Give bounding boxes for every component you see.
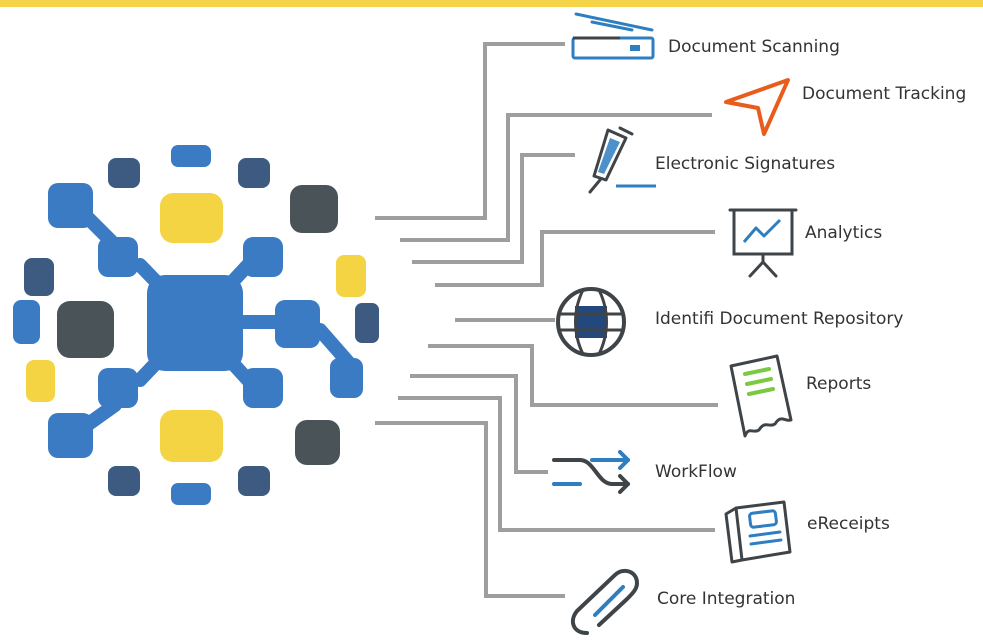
connector-analytics [435, 230, 715, 287]
paperclip-icon [570, 568, 640, 635]
label-reports: Reports [806, 374, 872, 394]
newspaper-icon [724, 500, 792, 564]
label-analytics: Analytics [805, 223, 883, 243]
hub-network-icon [13, 145, 379, 505]
pen-signature-icon [588, 126, 656, 194]
repository-globe-icon [556, 287, 626, 357]
label-document-tracking: Document Tracking [802, 84, 967, 104]
label-workflow: WorkFlow [655, 462, 737, 482]
connector-scanning [375, 42, 565, 220]
label-identifi-document-repository: Identifi Document Repository [655, 309, 904, 329]
connector-core [375, 421, 565, 598]
label-document-scanning: Document Scanning [668, 37, 840, 57]
presentation-chart-icon [728, 208, 798, 278]
hub-center-tile [147, 275, 243, 371]
connector-workflow [410, 374, 548, 474]
connector-tracking [400, 113, 712, 242]
label-electronic-signatures: Electronic Signatures [655, 154, 836, 174]
connector-signatures [412, 153, 575, 264]
report-receipt-icon [729, 354, 793, 438]
top-accent-bar [0, 0, 983, 7]
label-core-integration: Core Integration [657, 589, 796, 609]
connector-ereceipts [398, 396, 715, 532]
location-arrow-icon [724, 78, 790, 136]
label-ereceipts: eReceipts [807, 514, 890, 534]
connector-reports [428, 344, 718, 407]
scanner-icon [571, 12, 655, 60]
shuffle-arrows-icon [552, 450, 630, 494]
